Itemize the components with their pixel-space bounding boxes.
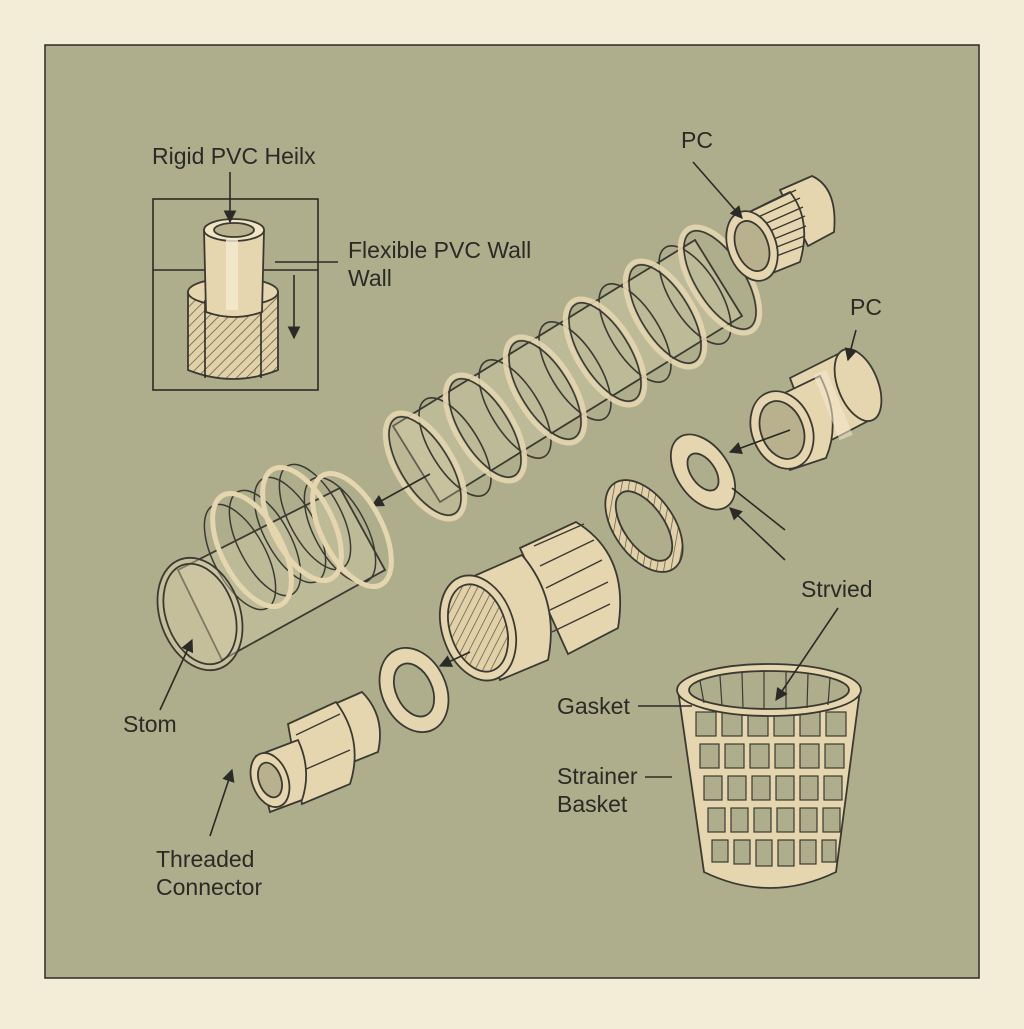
gasket-ring bbox=[378, 646, 450, 734]
strainer-cartridge bbox=[439, 520, 622, 682]
inset-section-box bbox=[152, 172, 338, 391]
label-pc-mid: PC bbox=[850, 294, 882, 320]
label-stom: Stom bbox=[123, 711, 177, 737]
label-rigid-pvc-helix: Rigid PVC Heilx bbox=[152, 143, 316, 169]
label-gasket: Gasket bbox=[557, 693, 630, 719]
pc-threaded-fitting-top bbox=[725, 175, 836, 282]
threaded-connector bbox=[249, 690, 381, 814]
flexible-coil-hose bbox=[370, 224, 763, 522]
label-threaded-connector-line1: Threaded bbox=[156, 846, 254, 872]
label-threaded-connector-line2: Connector bbox=[156, 874, 262, 900]
label-pc-top: PC bbox=[681, 127, 713, 153]
ribbed-hose-cuff bbox=[156, 463, 394, 672]
o-ring bbox=[604, 479, 684, 573]
washer bbox=[669, 433, 737, 511]
label-strvied: Strvied bbox=[801, 576, 873, 602]
label-flexible-pvc-wall-line1: Flexible PVC Wall bbox=[348, 237, 531, 263]
label-flexible-pvc-wall-line2: Wall bbox=[348, 265, 392, 291]
label-strainer-basket-line2: Basket bbox=[557, 791, 628, 817]
label-strainer-basket-line1: Strainer bbox=[557, 763, 638, 789]
pc-fitting-mid bbox=[749, 348, 883, 472]
strainer-basket bbox=[676, 663, 862, 889]
